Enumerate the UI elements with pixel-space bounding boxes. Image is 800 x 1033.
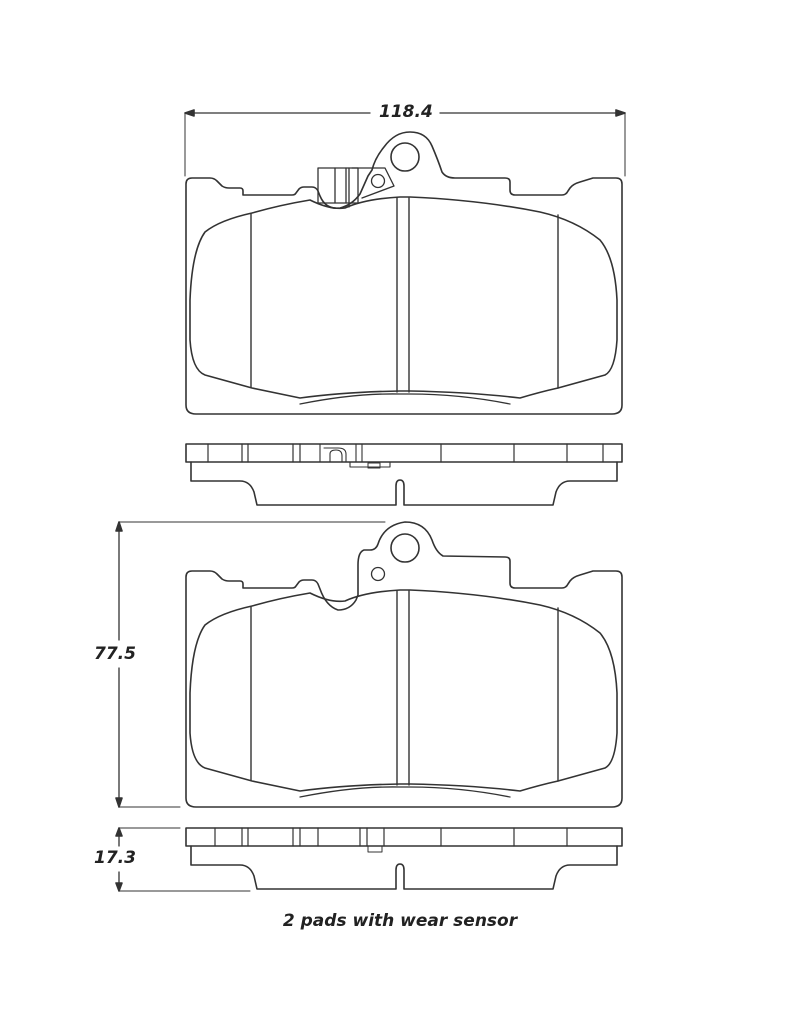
height-dimension-label: 77.5 (94, 644, 136, 665)
pad-2-side-view (186, 828, 622, 889)
pad-1-front-view (186, 132, 622, 414)
width-dimension-label: 118.4 (376, 104, 436, 121)
thickness-dimension (116, 828, 250, 891)
width-dimension (185, 110, 625, 176)
wear-sensor-icon (318, 168, 394, 207)
pad-1-side-view (186, 444, 622, 505)
height-dimension (116, 522, 385, 807)
pad-2-front-view (186, 522, 622, 807)
diagram-caption: 2 pads with wear sensor (282, 911, 518, 931)
thickness-dimension-label: 17.3 (94, 848, 136, 869)
